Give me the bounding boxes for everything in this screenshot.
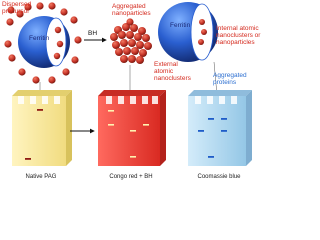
bh-label: BH [88,30,98,37]
aggregated-proteins-label: Aggregated proteins [213,72,247,86]
internal-atomic-label: Internal atomic nanoclusters or nanopart… [216,25,261,46]
nanoparticle-cluster [110,18,152,64]
gel-coomassie-blue [188,90,252,166]
gel-congo-red [98,90,166,166]
gel-native-pag-label: Native PAG [25,174,57,180]
gel-congo-red-label: Congo red + BH [109,174,153,180]
dispersed-precursor-label: Dispersed precursor [2,1,32,15]
gel-coomassie-label: Coomassie blue [197,174,241,180]
external-atomic-label: External atomic nanoclusters [154,61,191,82]
diagram-canvas [4,2,252,166]
aggregated-nanoparticles-label: Aggregated nanoparticles [112,3,151,17]
ferritin-label-left: Ferritin [29,35,50,42]
ferritin-label-right: Ferritin [170,22,191,29]
dispersed-precursor-particles [4,2,82,84]
ferritin-sphere-right [158,2,218,62]
gel-native-pag [12,90,72,166]
